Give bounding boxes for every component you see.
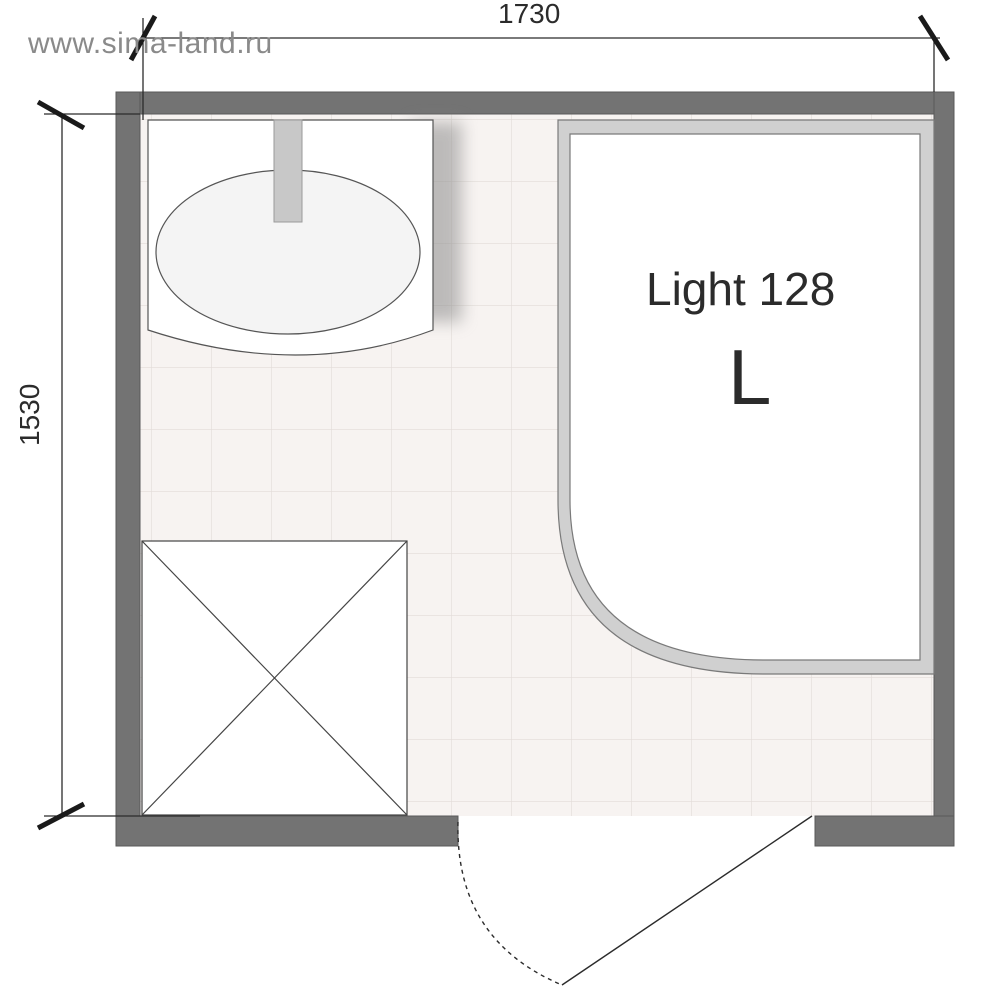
door-leaf (561, 815, 813, 986)
watermark: www.sima-land.ru (28, 27, 273, 60)
door-swing (457, 821, 563, 986)
door (457, 815, 813, 986)
washbasin (147, 119, 434, 356)
shower-model-label: Light 128 (646, 263, 836, 315)
cabinet (141, 540, 408, 816)
shower-hand-label: L (728, 333, 772, 421)
wall-top (115, 91, 955, 115)
wall-right (933, 91, 955, 847)
wall-bottom-left (115, 815, 459, 847)
dimension-ticks (36, 14, 951, 831)
shower-tray (557, 119, 935, 675)
width-dimension: 1730 (498, 0, 561, 29)
faucet (273, 119, 303, 223)
depth-dimension: 1530 (14, 383, 45, 446)
wall-bottom-right (814, 815, 955, 847)
wall-left (115, 91, 141, 847)
walls (115, 91, 955, 847)
